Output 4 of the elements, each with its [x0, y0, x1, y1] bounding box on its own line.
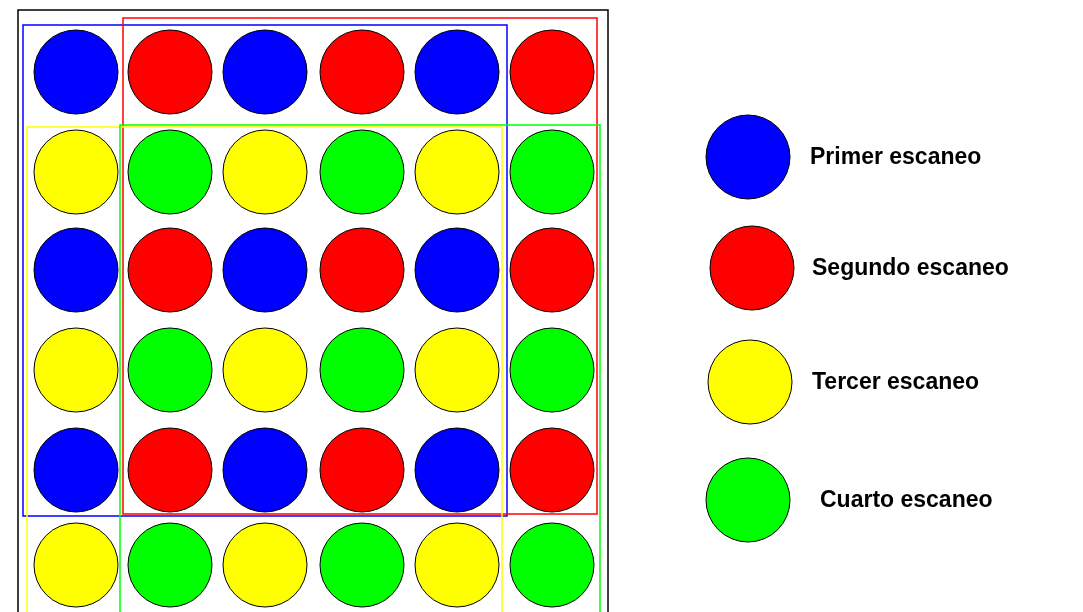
legend-label: Tercer escaneo [812, 370, 980, 393]
legend-label: Cuarto escaneo [820, 488, 993, 511]
legend-label: Segundo escaneo [812, 256, 1009, 279]
legend-label: Primer escaneo [810, 145, 982, 168]
